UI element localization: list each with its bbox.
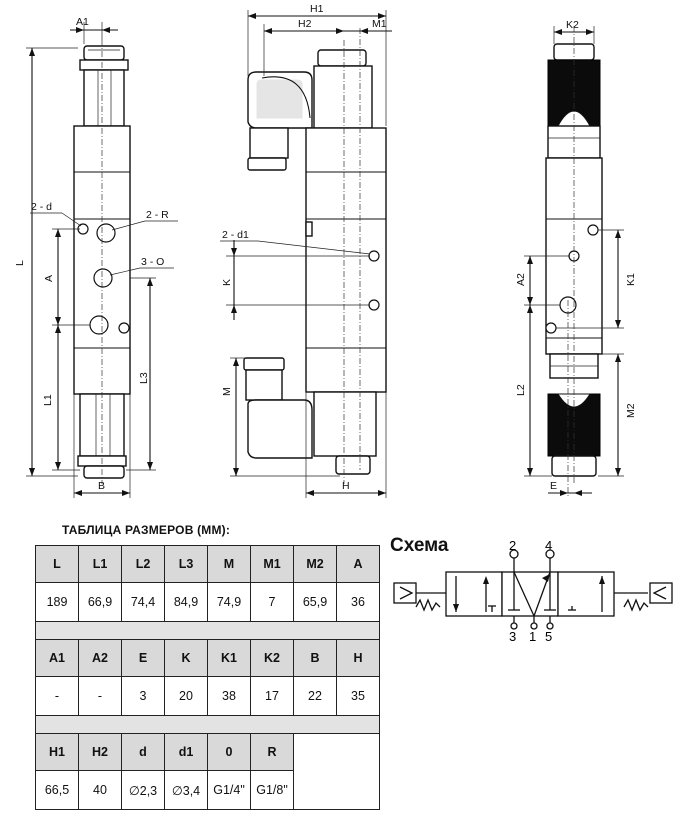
table-row-headers-3: H1 H2 d d1 0 R [35, 733, 380, 810]
header-cell: H [336, 639, 380, 677]
header-cell: M [207, 545, 251, 583]
header-cell: d1 [164, 733, 208, 771]
value-cell: 35 [336, 676, 380, 716]
gap-cell [35, 621, 380, 640]
label-a1: A1 [76, 16, 89, 28]
table-row-headers-2: A1 A2 E K K1 K2 B H [35, 639, 380, 677]
value-cell: 40 [78, 770, 122, 810]
header-cell: L1 [78, 545, 122, 583]
value-cell: 74,9 [207, 582, 251, 622]
header-cell: B [293, 639, 337, 677]
valve-dimension-drawing: A1 L 2 - d 2 - R 3 - O A L1 L3 B [14, 3, 637, 498]
value-cell: 36 [336, 582, 380, 622]
value-cell: 66,9 [78, 582, 122, 622]
label-2-d1: 2 - d1 [222, 229, 249, 241]
port-3-icon [510, 622, 518, 630]
side-view: H1 H2 M1 2 - d1 K M H [220, 3, 392, 498]
header-cell: K2 [250, 639, 294, 677]
table-row-headers-1: L L1 L2 L3 M M1 M2 A [35, 545, 380, 583]
table-title: ТАБЛИЦА РАЗМЕРОВ (ММ): [62, 523, 231, 537]
table-row-values-3: 66,5 40 ∅2,3 ∅3,4 G1/4" G1/8" [35, 770, 380, 810]
value-cell: - [35, 676, 79, 716]
front-view: A1 L 2 - d 2 - R 3 - O A L1 L3 B [14, 16, 178, 498]
label-m1: M1 [372, 18, 387, 30]
table-gap-row [35, 621, 380, 640]
header-cell: L2 [121, 545, 165, 583]
label-2-r: 2 - R [146, 209, 169, 221]
port-4-label: 4 [545, 538, 552, 553]
header-cell: L [35, 545, 79, 583]
valve-box-left [445, 571, 503, 617]
header-cell: 0 [207, 733, 251, 771]
port-5-label: 5 [545, 629, 552, 644]
value-cell: - [78, 676, 122, 716]
header-cell: M1 [250, 545, 294, 583]
value-cell: 7 [250, 582, 294, 622]
port-2-icon [509, 549, 519, 559]
value-cell: G1/8" [250, 770, 294, 810]
value-cell: 66,5 [35, 770, 79, 810]
value-cell: 38 [207, 676, 251, 716]
label-h2: H2 [298, 18, 312, 30]
label-2-d: 2 - d [31, 201, 52, 213]
table-gap-row [35, 715, 380, 734]
label-3-o: 3 - O [141, 256, 164, 268]
header-cell: d [121, 733, 165, 771]
value-cell: ∅3,4 [164, 770, 208, 810]
label-e: E [550, 480, 557, 492]
label-h: H [342, 480, 350, 492]
header-cell: E [121, 639, 165, 677]
value-cell: 17 [250, 676, 294, 716]
value-cell: 22 [293, 676, 337, 716]
header-cell: M2 [293, 545, 337, 583]
header-cell: H1 [35, 733, 79, 771]
port-5-icon [546, 622, 554, 630]
label-a: A [43, 275, 55, 282]
label-m2: M2 [625, 403, 637, 418]
header-cell: A2 [78, 639, 122, 677]
valve-schematic: 2 4 3 1 5 [393, 538, 673, 644]
gap-cell [35, 715, 380, 734]
table-row-values-1: 189 66,9 74,4 84,9 74,9 7 65,9 36 [35, 582, 380, 622]
label-k1: K1 [625, 273, 637, 286]
value-cell: G1/4" [207, 770, 251, 810]
schema-title: Схема [390, 535, 449, 556]
header-cell: L3 [164, 545, 208, 583]
value-cell: 189 [35, 582, 79, 622]
end-view: K2 K1 A2 L2 M2 E [515, 19, 637, 498]
right-solenoid-icon [649, 582, 673, 604]
valve-box-right [557, 571, 615, 617]
label-l1: L1 [42, 394, 54, 406]
value-cell: 3 [121, 676, 165, 716]
label-m: M [221, 387, 233, 396]
table-row-values-2: - - 3 20 38 17 22 35 [35, 676, 380, 716]
port-1-icon [530, 622, 538, 630]
header-cell: H2 [78, 733, 122, 771]
value-cell: 20 [164, 676, 208, 716]
port-1-label: 1 [529, 629, 536, 644]
label-a2: A2 [515, 273, 527, 286]
header-cell: A [336, 545, 380, 583]
label-k: K [221, 279, 233, 286]
header-cell: K1 [207, 639, 251, 677]
header-cell: K [164, 639, 208, 677]
value-cell: 74,4 [121, 582, 165, 622]
empty-cell [293, 733, 380, 810]
value-cell: 84,9 [164, 582, 208, 622]
value-cell: 65,9 [293, 582, 337, 622]
label-l3: L3 [138, 372, 150, 384]
label-h1: H1 [310, 3, 324, 15]
label-l2: L2 [515, 384, 527, 396]
header-cell: A1 [35, 639, 79, 677]
header-cell: R [250, 733, 294, 771]
label-b: B [98, 480, 105, 492]
label-k2: K2 [566, 19, 579, 31]
port-3-label: 3 [509, 629, 516, 644]
port-2-label: 2 [509, 538, 516, 553]
dimensions-table: L L1 L2 L3 M M1 M2 A 189 66,9 74,4 84,9 … [35, 545, 380, 810]
label-l: L [14, 260, 26, 266]
value-cell: ∅2,3 [121, 770, 165, 810]
port-4-icon [545, 549, 555, 559]
